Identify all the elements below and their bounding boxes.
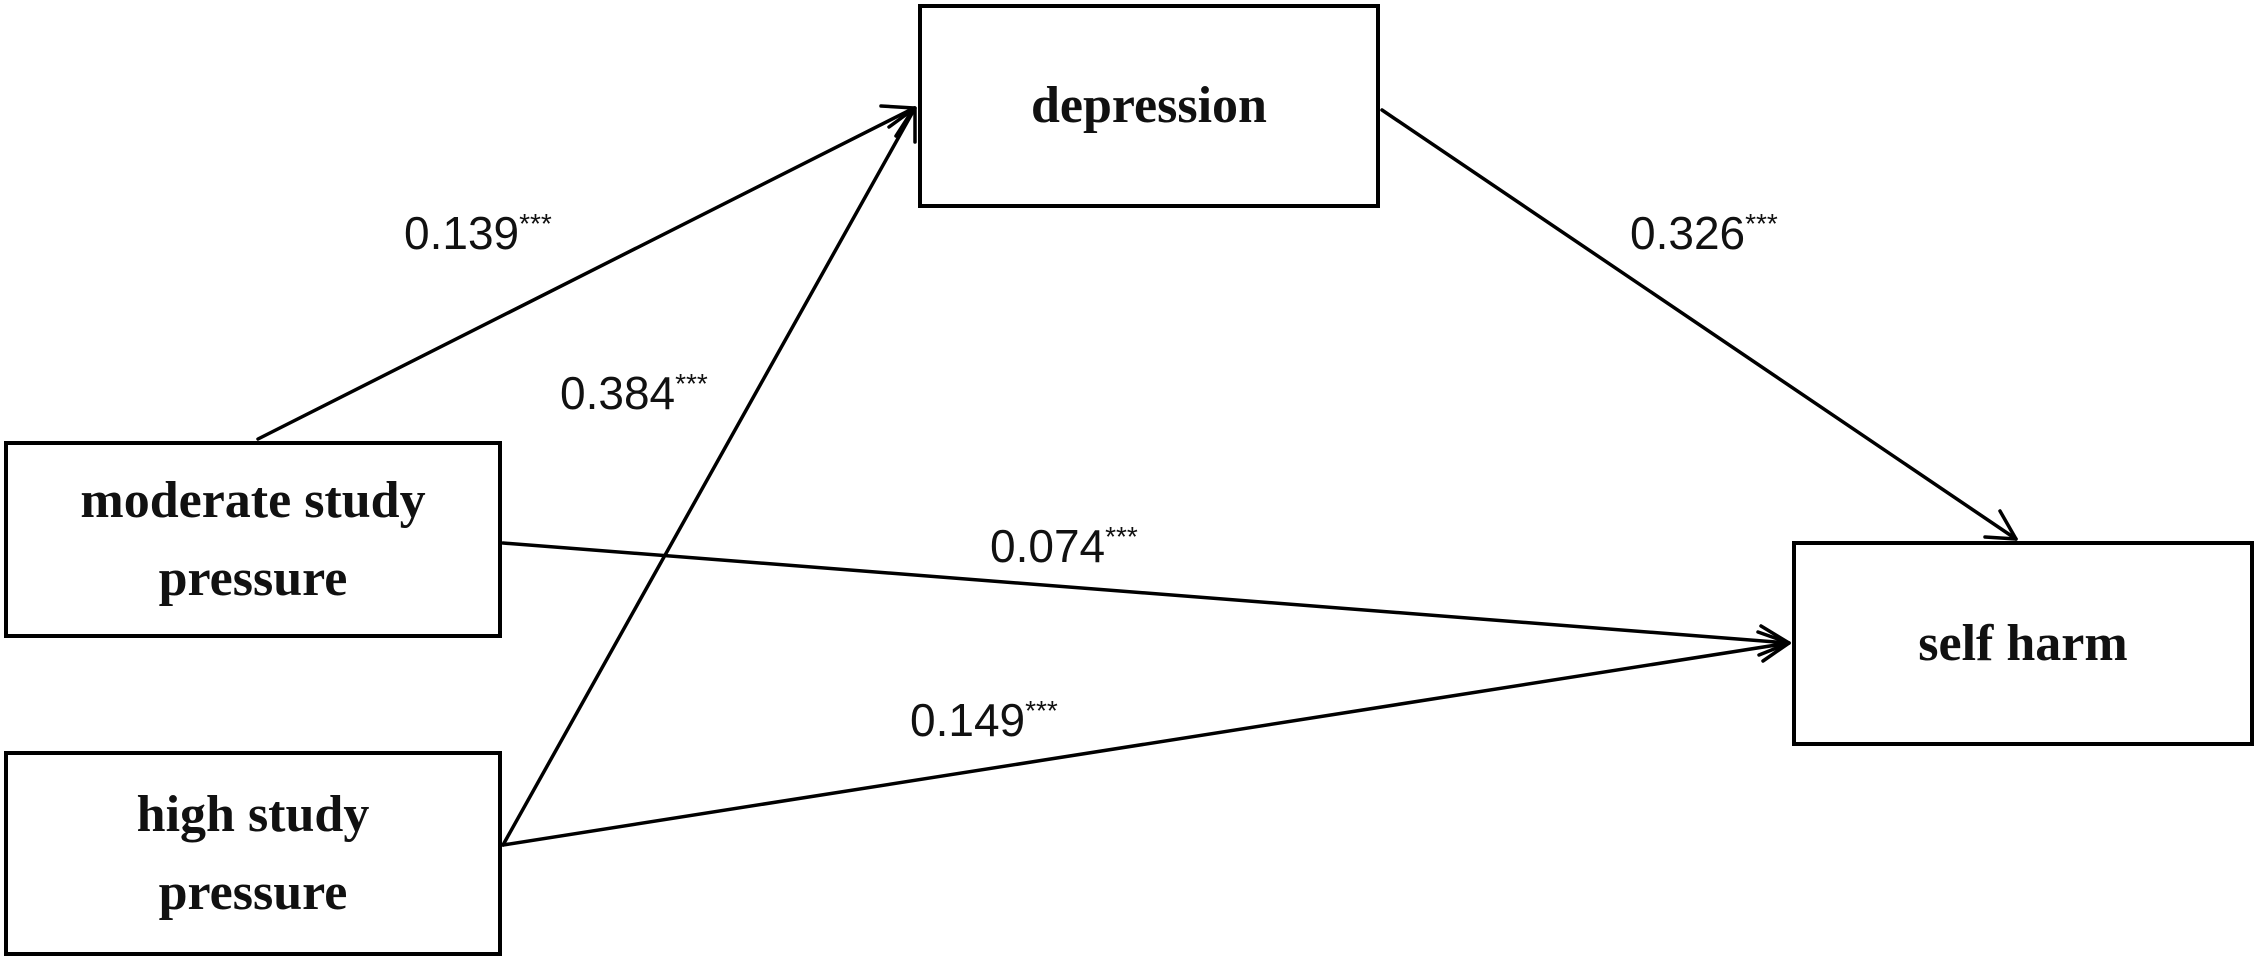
coefficient-depression-to-selfharm: 0.326*** [1630,208,1778,258]
coefficient-high-to-depression: 0.384*** [560,368,708,418]
coefficient-high-to-selfharm: 0.149*** [910,695,1058,745]
node-high-label-line-2: pressure [158,863,348,921]
significance-stars: *** [1105,521,1138,552]
coefficient-moderate-to-selfharm: 0.074*** [990,521,1138,571]
node-depression-label: depression [1031,77,1267,134]
significance-stars: *** [519,208,552,239]
significance-stars: *** [1025,695,1058,726]
node-depression: depression [918,4,1380,208]
arrow-high-to-selfharm [501,630,1791,847]
coefficient-value: 0.384 [560,367,676,419]
arrow-depression-to-selfharm [1380,108,2018,541]
arrow-high-to-depression [501,106,917,847]
coefficient-value: 0.149 [910,694,1026,746]
node-selfharm-label: self harm [1918,614,2128,672]
coefficient-value: 0.326 [1630,207,1746,259]
node-moderate-label-line-2: pressure [158,549,348,607]
coefficient-moderate-to-depression: 0.139*** [404,208,552,258]
node-self-harm: self harm [1792,541,2254,746]
arrow-moderate-to-selfharm [501,541,1791,657]
node-moderate-study-pressure: moderate study pressure [4,441,502,638]
coefficient-value: 0.139 [404,207,520,259]
node-high-study-pressure: high study pressure [4,751,502,956]
significance-stars: *** [675,368,708,399]
coefficient-value: 0.074 [990,520,1106,572]
node-high-label-line-1: high study [136,785,370,843]
node-moderate-label-line-1: moderate study [80,471,426,529]
significance-stars: *** [1745,208,1778,239]
